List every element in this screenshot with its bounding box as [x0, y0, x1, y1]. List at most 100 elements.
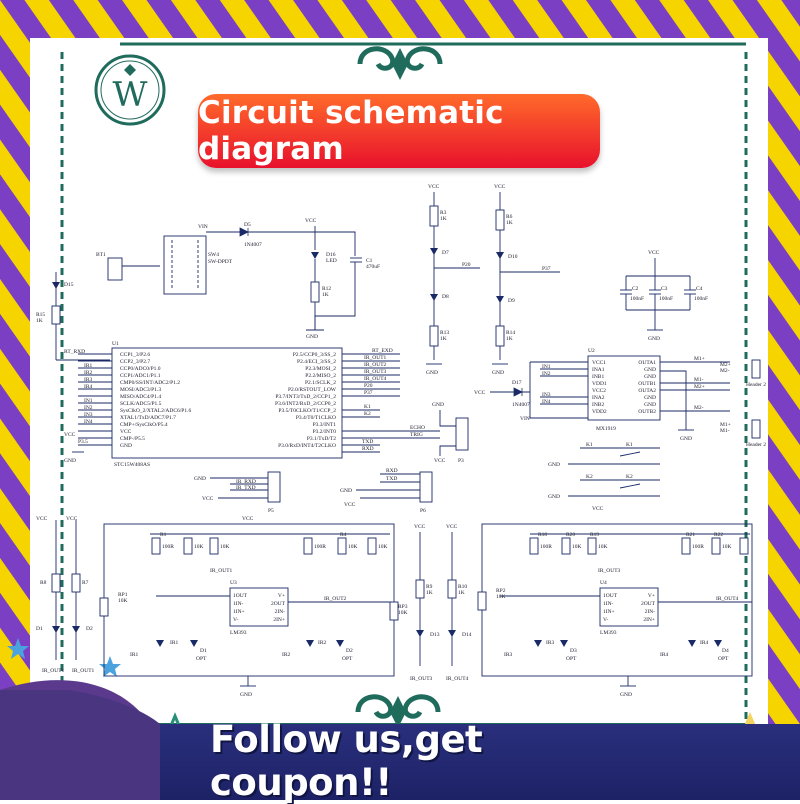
mcu-right-pins: P2.5/CCP0_3/SS_2 P2.4/ECI_3/SS_2 P2.3/MO… [275, 352, 337, 449]
diode-d17: VCC D17 1N4007 VIN [474, 362, 588, 422]
svg-text:K2: K2 [586, 474, 593, 480]
svg-text:IR3: IR3 [546, 640, 555, 646]
svg-text:M2+: M2+ [694, 384, 705, 390]
svg-text:V+: V+ [278, 593, 285, 599]
svg-text:V-: V- [603, 617, 608, 623]
svg-text:INB1: INB1 [592, 374, 604, 380]
svg-text:OUTA1: OUTA1 [638, 360, 656, 366]
svg-text:Header 2: Header 2 [746, 382, 766, 388]
page-title: Circuit schematic diagram [198, 95, 504, 167]
svg-text:INB2: INB2 [592, 402, 604, 408]
mcu-body [111, 347, 343, 459]
svg-text:R18: R18 [538, 532, 547, 538]
header-p5: P5 GND IR_RXD IR_TXD VCC [194, 471, 281, 514]
svg-text:OPT: OPT [342, 656, 353, 662]
svg-text:CCP2_3/P2.7: CCP2_3/P2.7 [120, 359, 150, 365]
svg-text:R19: R19 [590, 532, 599, 538]
svg-text:CCP1/ADC1/P1.1: CCP1/ADC1/P1.1 [120, 373, 161, 379]
svg-text:1IN-: 1IN- [603, 601, 614, 607]
svg-text:VCC: VCC [202, 496, 214, 502]
svg-text:VCC: VCC [242, 516, 254, 522]
svg-text:R3: R3 [440, 210, 447, 216]
svg-text:IR_OUT4: IR_OUT4 [364, 376, 387, 382]
svg-text:RXD: RXD [362, 446, 374, 452]
svg-text:10K: 10K [118, 598, 128, 604]
svg-text:IR_RXD: IR_RXD [236, 479, 256, 485]
svg-text:RP1: RP1 [118, 592, 128, 598]
svg-text:D10: D10 [508, 254, 518, 260]
svg-text:VCC: VCC [64, 432, 76, 438]
svg-text:TXD: TXD [386, 476, 397, 482]
brand-logo: W [94, 54, 166, 126]
svg-text:R13: R13 [440, 330, 449, 336]
svg-text:IR3: IR3 [504, 652, 513, 658]
svg-text:GND: GND [120, 443, 132, 449]
svg-text:P3.4/T0/T1CLKO: P3.4/T0/T1CLKO [296, 415, 336, 421]
svg-text:GND: GND [548, 462, 560, 468]
svg-text:D3: D3 [570, 648, 577, 654]
svg-text:GND: GND [426, 370, 438, 376]
switch-part: SW-DPDT [208, 259, 233, 265]
svg-text:OUTB1: OUTB1 [638, 381, 656, 387]
svg-text:V-: V- [233, 617, 238, 623]
svg-text:VCC: VCC [648, 250, 660, 256]
mcu-left-nets: RT_RXD IR1 IR2 IR3 IR4 IN1 IN2 IN3 IN4 P… [64, 349, 112, 464]
diode-d5 [239, 227, 249, 237]
svg-text:IR_OUT3: IR_OUT3 [410, 676, 433, 682]
svg-text:10K: 10K [398, 610, 408, 616]
svg-text:100R: 100R [162, 544, 174, 550]
svg-text:LM393: LM393 [230, 630, 247, 636]
svg-text:2OUT: 2OUT [641, 601, 656, 607]
svg-text:VCC: VCC [494, 184, 506, 190]
footer-cta[interactable]: Follow us,get coupon!! [210, 718, 483, 804]
indicator-left: VCC R3 1K D7 P20 D8 R13 1K GND [426, 184, 480, 376]
svg-text:Header 2: Header 2 [746, 442, 766, 448]
svg-text:IR1: IR1 [130, 652, 139, 658]
logo-letter: W [113, 75, 148, 115]
svg-text:SysClkO_2/XTAL2/ADC6/P1.6: SysClkO_2/XTAL2/ADC6/P1.6 [120, 408, 191, 414]
svg-text:IR_TXD: IR_TXD [236, 485, 256, 491]
c1-label: C1 [366, 258, 373, 264]
svg-text:P3.5/T0CLKO/T1/CCP_2: P3.5/T0CLKO/T1/CCP_2 [278, 408, 336, 414]
svg-text:LM393: LM393 [600, 630, 617, 636]
svg-text:VCC: VCC [474, 390, 486, 396]
sensor-block-right: VCC 100R 10K 10K 100R 10K R18 R20 R19 R2… [477, 506, 753, 698]
mcu-name: U1 [112, 341, 119, 347]
svg-text:100nF: 100nF [694, 296, 708, 302]
svg-text:OPT: OPT [196, 656, 207, 662]
svg-text:P3.7/INT3/TxD_2/CCP1_2: P3.7/INT3/TxD_2/CCP1_2 [275, 394, 336, 400]
svg-text:GND: GND [644, 367, 656, 373]
svg-text:IR2: IR2 [282, 652, 291, 658]
svg-text:GND: GND [648, 336, 660, 342]
svg-text:U2: U2 [588, 348, 595, 354]
svg-text:VCC: VCC [414, 524, 426, 530]
svg-text:IR_OUT1: IR_OUT1 [72, 668, 95, 674]
svg-text:P2.1/SCLK_2: P2.1/SCLK_2 [305, 380, 336, 386]
svg-text:VCC: VCC [446, 524, 458, 530]
svg-text:R22: R22 [714, 532, 723, 538]
svg-text:RP3: RP3 [398, 604, 408, 610]
svg-text:GND: GND [432, 402, 444, 408]
svg-text:1K: 1K [506, 220, 513, 226]
svg-text:OUTB2: OUTB2 [638, 409, 656, 415]
svg-text:IR4: IR4 [660, 652, 669, 658]
svg-text:OPT: OPT [566, 656, 577, 662]
keys: K1 K1 GND K2 K2 GND [548, 442, 660, 500]
svg-text:D7: D7 [442, 250, 449, 256]
svg-text:1IN-: 1IN- [233, 601, 244, 607]
svg-text:100R: 100R [314, 544, 326, 550]
svg-text:P20: P20 [364, 383, 373, 389]
svg-text:VCC1: VCC1 [592, 360, 606, 366]
d5-part: 1N4007 [244, 242, 262, 248]
bottom-ornament [355, 694, 441, 728]
svg-text:10K: 10K [348, 544, 358, 550]
svg-text:GND: GND [644, 395, 656, 401]
svg-text:OPT: OPT [718, 656, 729, 662]
svg-text:P37: P37 [364, 390, 373, 396]
power-section: BT1 SW4 SW-DPDT VIN D5 1N4007 VCC D16 LE… [96, 218, 380, 340]
svg-text:IN4: IN4 [84, 419, 93, 425]
svg-text:IR4: IR4 [700, 640, 709, 646]
battery-bt1 [107, 257, 123, 281]
